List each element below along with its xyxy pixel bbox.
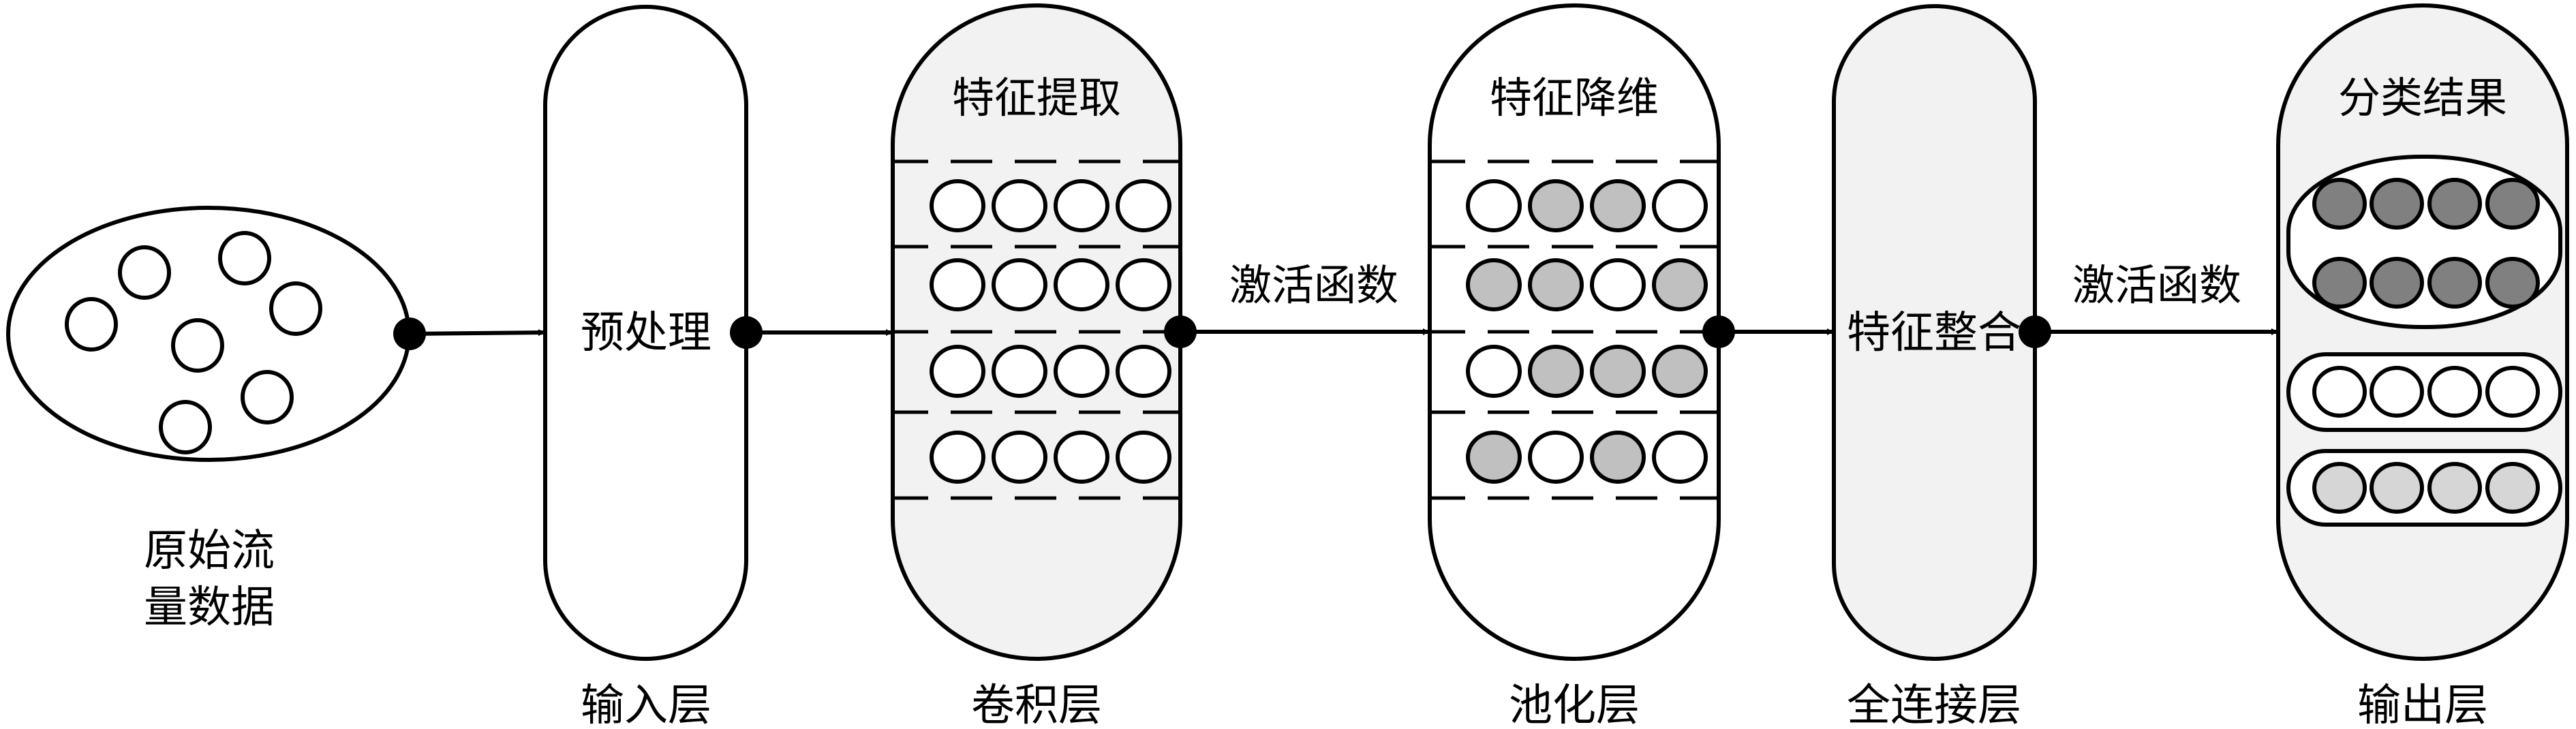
conv-node-r4-c2	[992, 431, 1047, 484]
raw-traffic-data-node	[6, 206, 411, 462]
pool-node-r3-c4	[1652, 345, 1708, 398]
activation-function-label-2: 激活函数	[2072, 260, 2241, 310]
conv-node-r2-c4	[1116, 258, 1171, 311]
output-class-nodes	[2312, 178, 2540, 514]
output-layer-caption: 输出层	[2357, 681, 2488, 729]
packet-circle-7	[159, 400, 212, 454]
output-node-g1-r2-c4	[2485, 257, 2540, 309]
output-node-g2-r1-c1	[2312, 366, 2367, 418]
input-layer-caption: 输入层	[581, 681, 711, 729]
fc-layer-caption: 全连接层	[1847, 681, 2021, 729]
feature-integration-label: 特征整合	[1847, 308, 2021, 358]
output-node-g1-r1-c1	[2312, 178, 2367, 230]
conv-node-r1-c3	[1054, 179, 1109, 232]
pool-node-r3-c2	[1528, 345, 1584, 398]
output-node-g3-r1-c1	[2312, 462, 2367, 514]
conv-node-r4-c1	[930, 431, 985, 484]
conv-node-r1-c4	[1116, 179, 1171, 232]
conv-dash-dividers	[893, 159, 1180, 500]
connector-dot-fc	[2019, 315, 2051, 348]
output-node-g2-r1-c4	[2485, 366, 2540, 418]
layer-conv: 特征提取 卷积层	[891, 3, 1182, 729]
conv-node-r3-c1	[930, 345, 985, 398]
connector-dot-conv	[1164, 315, 1197, 348]
pool-layer-caption: 池化层	[1509, 681, 1640, 729]
pool-node-r4-c4	[1652, 431, 1708, 484]
arrow-source-to-input	[409, 329, 546, 337]
pool-node-r1-c4	[1652, 179, 1708, 232]
connector-dot-input	[730, 316, 763, 349]
output-node-g1-r2-c1	[2312, 257, 2367, 309]
classification-result-title: 分类结果	[2338, 73, 2507, 123]
output-node-g3-r1-c4	[2485, 462, 2540, 514]
raw-traffic-label-line1: 原始流	[144, 526, 275, 576]
pool-node-r2-c3	[1590, 258, 1646, 311]
preprocess-label: 预处理	[581, 308, 711, 358]
feature-extraction-title: 特征提取	[952, 73, 1121, 123]
pool-node-r1-c3	[1590, 179, 1646, 232]
pool-node-r4-c1	[1466, 431, 1522, 484]
packet-circle-4	[269, 281, 322, 336]
activation-function-label-1: 激活函数	[1229, 260, 1398, 310]
raw-traffic-label-line2: 量数据	[144, 583, 275, 633]
pool-node-r4-c3	[1590, 431, 1646, 484]
pool-node-r1-c1	[1466, 179, 1522, 232]
output-node-g3-r1-c3	[2427, 462, 2482, 514]
packet-circle-2	[218, 231, 271, 285]
flow-arrows: 激活函数 激活函数	[393, 260, 2278, 350]
pool-node-r1-c2	[1528, 179, 1584, 232]
pool-node-r2-c2	[1528, 258, 1584, 311]
conv-layer-caption: 卷积层	[971, 681, 1102, 729]
feature-reduction-title: 特征降维	[1490, 73, 1659, 123]
layer-fully-connected: 特征整合 全连接层	[1832, 4, 2037, 729]
output-node-g1-r2-c2	[2370, 257, 2424, 309]
connector-dot-source	[393, 317, 426, 350]
conv-node-r1-c1	[930, 179, 985, 232]
pool-dash-dividers	[1430, 159, 1719, 500]
packet-circle-5	[171, 318, 224, 373]
layer-input: 预处理 输入层	[543, 5, 748, 729]
raw-traffic-packets	[65, 231, 322, 454]
pool-node-r3-c3	[1590, 345, 1646, 398]
output-node-g1-r1-c3	[2427, 178, 2482, 230]
output-node-g2-r1-c2	[2370, 366, 2424, 418]
output-node-g2-r1-c3	[2427, 366, 2482, 418]
connector-dot-pool	[1702, 315, 1735, 348]
output-node-g1-r2-c3	[2427, 257, 2482, 309]
packet-circle-1	[118, 245, 171, 300]
conv-node-r3-c3	[1054, 345, 1109, 398]
conv-node-r2-c3	[1054, 258, 1109, 311]
pool-node-r2-c4	[1652, 258, 1708, 311]
packet-circle-3	[65, 297, 118, 352]
conv-node-r2-c1	[930, 258, 985, 311]
conv-node-r4-c4	[1116, 431, 1171, 484]
layer-output: 分类结果 输出层	[2276, 3, 2569, 729]
pool-node-r3-c1	[1466, 345, 1522, 398]
packet-circle-6	[241, 370, 294, 424]
conv-feature-nodes	[930, 179, 1171, 484]
pool-node-r2-c1	[1466, 258, 1522, 311]
conv-node-r2-c2	[992, 258, 1047, 311]
output-node-g1-r1-c4	[2485, 178, 2540, 230]
conv-node-r3-c2	[992, 345, 1047, 398]
output-node-g3-r1-c2	[2370, 462, 2424, 514]
conv-node-r1-c2	[992, 179, 1047, 232]
pool-feature-nodes	[1466, 179, 1708, 484]
layer-pool: 特征降维 池化层	[1428, 3, 1721, 729]
conv-node-r4-c3	[1054, 431, 1109, 484]
output-node-g1-r1-c2	[2370, 178, 2424, 230]
conv-node-r3-c4	[1116, 345, 1171, 398]
pool-node-r4-c2	[1528, 431, 1584, 484]
